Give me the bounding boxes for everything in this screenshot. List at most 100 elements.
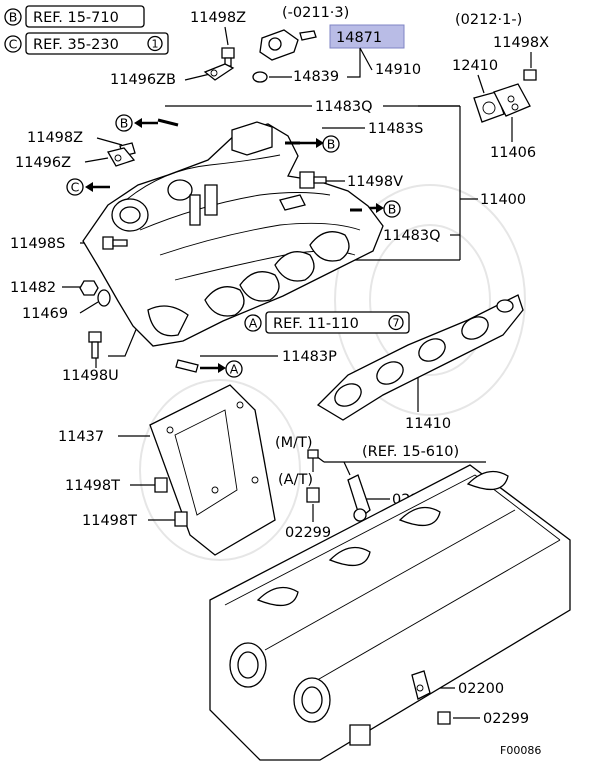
svg-text:A: A [230, 362, 239, 377]
callout-a-marker[interactable]: A [200, 360, 243, 378]
svg-text:14910: 14910 [375, 62, 421, 78]
bolt-02299-b-drawing [437, 711, 451, 725]
label-11482[interactable]: 11482 [10, 280, 82, 296]
ref-c-letter: C [9, 37, 18, 52]
gasket-12410-drawing [473, 91, 505, 123]
svg-text:11498V: 11498V [347, 174, 403, 190]
svg-text:11483Q: 11483Q [383, 228, 441, 244]
label-11496Z[interactable]: 11496Z [15, 155, 109, 171]
stay-11437-drawing [149, 384, 276, 556]
svg-text:14839: 14839 [293, 69, 339, 85]
svg-text:C: C [71, 180, 80, 195]
ref-a-text: REF. 11-110 [273, 316, 359, 332]
label-11498Z-top[interactable]: 11498Z [190, 10, 246, 46]
svg-text:11498T: 11498T [82, 513, 137, 529]
callout-c-marker[interactable]: C [66, 178, 110, 196]
label-11498X[interactable]: 11498X [493, 35, 549, 68]
cylinder-head-drawing [209, 464, 571, 761]
label-11483P[interactable]: 11483P [200, 349, 337, 365]
svg-text:11406: 11406 [490, 145, 536, 161]
sensor-02200-a-drawing [343, 461, 371, 522]
gasket-11410-drawing [316, 294, 524, 421]
label-11498V[interactable]: 11498V [325, 174, 403, 190]
nut-11482-drawing [79, 280, 99, 296]
svg-text:11400: 11400 [480, 192, 526, 208]
bolt-11498S-drawing [102, 236, 128, 250]
bolt-11498V-drawing [299, 171, 327, 189]
label-11498T-b[interactable]: 11498T [82, 513, 175, 529]
stud-11483P-drawing [175, 359, 199, 373]
label-11498Z-left[interactable]: 11498Z [27, 130, 123, 146]
ref-15-610[interactable]: (REF. 15-610) [315, 444, 486, 463]
washer-11469-drawing [97, 289, 111, 307]
sensor-02200-b-drawing [411, 670, 431, 700]
svg-text:12410: 12410 [452, 58, 498, 74]
date-range-top-right: (0212·1-) [455, 12, 522, 28]
bolt-mt-drawing [307, 449, 319, 472]
label-12410[interactable]: 12410 [452, 58, 498, 94]
bolt-11498Z-top-drawing [221, 47, 235, 67]
label-11498T-a[interactable]: 11498T [65, 478, 155, 494]
svg-text:11498X: 11498X [493, 35, 549, 51]
ref-a-circled-number: 7 [393, 317, 400, 330]
bracket-11496Z-drawing [107, 147, 136, 167]
map-sensor-drawing [252, 29, 317, 83]
svg-text:11410: 11410 [405, 416, 451, 432]
svg-text:(REF. 15-610): (REF. 15-610) [362, 444, 459, 460]
label-14910[interactable]: 14910 [347, 47, 421, 78]
svg-text:11498U: 11498U [62, 368, 119, 384]
bolt-11498T-a-drawing [154, 477, 168, 493]
figure-code: F00086 [500, 744, 541, 757]
label-02299-b[interactable]: 02299 [453, 711, 529, 727]
svg-text:02299: 02299 [285, 525, 331, 541]
bolt-11498T-b-drawing [174, 511, 188, 527]
label-14839[interactable]: 14839 [269, 69, 339, 85]
label-11483S[interactable]: 11483S [322, 121, 423, 137]
callout-b-marker-1[interactable]: B [115, 114, 158, 132]
label-11483Q-top[interactable]: 11483Q [165, 99, 460, 115]
bolt-11498U-drawing [88, 331, 102, 359]
ref-c-callout[interactable]: C REF. 35-230 1 [4, 32, 169, 55]
svg-text:02200: 02200 [458, 681, 504, 697]
svg-text:11469: 11469 [22, 306, 68, 322]
label-11469[interactable]: 11469 [22, 301, 99, 322]
variant-mt-label: (M/T) [275, 435, 313, 451]
part-label-14871: 14871 [336, 30, 382, 46]
label-11406[interactable]: 11406 [490, 117, 536, 161]
variant-at-label: (A/T) [278, 472, 313, 488]
svg-text:11498S: 11498S [10, 236, 65, 252]
svg-text:11483P: 11483P [282, 349, 337, 365]
label-11437[interactable]: 11437 [58, 429, 150, 445]
date-range-top-mid: (-0211·3) [282, 5, 349, 21]
svg-text:11483Q: 11483Q [315, 99, 373, 115]
bolt-11498X-drawing [523, 69, 537, 81]
highlighted-part-14871[interactable]: 14871 [329, 24, 405, 49]
svg-text:B: B [120, 116, 129, 131]
svg-text:11498T: 11498T [65, 478, 120, 494]
plate-11406-drawing [493, 83, 531, 117]
svg-text:02299: 02299 [483, 711, 529, 727]
ref-b-callout[interactable]: B REF. 15-710 [4, 5, 145, 28]
svg-text:11496ZB: 11496ZB [110, 72, 176, 88]
svg-text:11482: 11482 [10, 280, 56, 296]
svg-text:11496Z: 11496Z [15, 155, 71, 171]
label-11498U[interactable]: 11498U [62, 319, 141, 384]
ref-c-circled-number: 1 [152, 38, 159, 51]
bolt-02299-a-drawing [306, 487, 320, 503]
svg-text:B: B [388, 202, 397, 217]
stud-11483Q-drawing [157, 118, 179, 127]
ref-a-letter: A [249, 316, 258, 331]
ref-a-callout[interactable]: A REF. 11-110 7 [244, 311, 410, 334]
ref-b-text: REF. 15-710 [33, 10, 119, 26]
svg-text:B: B [327, 137, 336, 152]
svg-text:11483S: 11483S [368, 121, 423, 137]
svg-text:11498Z: 11498Z [27, 130, 83, 146]
callout-b-marker-2[interactable]: B [300, 135, 340, 153]
svg-text:11498Z: 11498Z [190, 10, 246, 26]
label-11496ZB[interactable]: 11496ZB [110, 72, 211, 88]
bracket-11496ZB-drawing [203, 63, 235, 81]
ref-b-letter: B [9, 10, 18, 25]
label-02299-a[interactable]: 02299 [285, 504, 331, 541]
svg-text:11437: 11437 [58, 429, 104, 445]
